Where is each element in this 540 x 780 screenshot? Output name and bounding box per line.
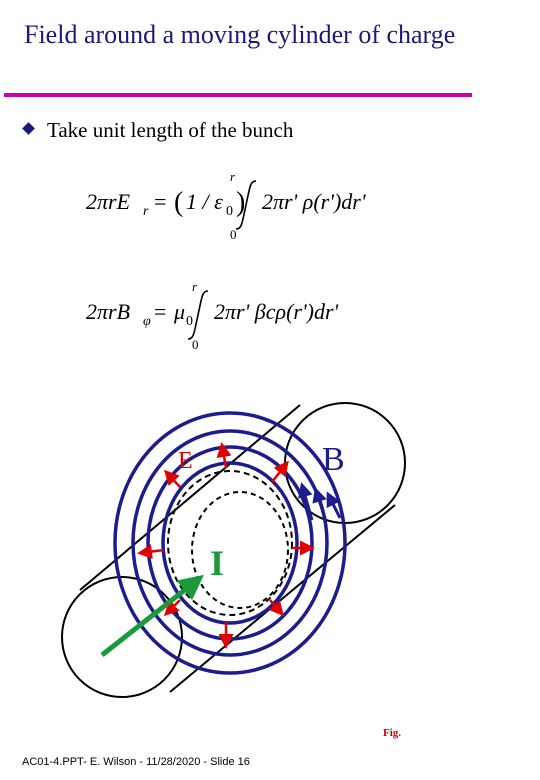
charge-cross-section-dashed — [191, 491, 289, 609]
e-arrow-bottom-right — [268, 599, 284, 617]
moving-cylinder-figure: E B I — [61, 402, 406, 698]
b-arrow-2 — [312, 487, 328, 523]
current-arrow-icon — [100, 574, 204, 657]
b-field-ring-inner — [161, 461, 299, 625]
e-arrow-top — [216, 442, 232, 469]
charge-boundary-dashed — [167, 470, 293, 616]
bullet-text: Take unit length of the bunch — [47, 118, 294, 142]
b-arrow-1 — [298, 482, 314, 521]
cylinder-near-end — [61, 576, 183, 698]
e-field-arrows — [137, 442, 315, 649]
label-i: I — [210, 543, 224, 583]
eq1-factor: 1 / ε — [186, 189, 223, 214]
eq1-lower-limit: 0 — [230, 227, 237, 242]
b-direction-arrows — [298, 482, 342, 523]
eq2-lhs: 2πrB — [86, 299, 130, 324]
eq1-integrand: 2πr' ρ(r')dr' — [262, 189, 366, 214]
label-b: B — [322, 441, 345, 478]
eq1-factor-subscript: 0 — [226, 204, 233, 219]
bullet-item: Take unit length of the bunch — [22, 117, 294, 143]
label-e: E — [178, 448, 193, 474]
eq1-integral-icon — [235, 180, 257, 230]
b-field-ring-3 — [131, 429, 329, 657]
e-arrow-top-left — [163, 469, 181, 488]
slide-footer: AC01-4.PPT- E. Wilson - 11/28/2020 - Sli… — [22, 756, 250, 768]
eq1-equals: = — [154, 189, 166, 214]
eq1-paren-close: ) — [236, 187, 245, 218]
title-divider — [4, 93, 472, 97]
equation-electric-field: 2πrE r = ( 1 / ε 0 ) r 0 2πr' ρ(r')dr' — [86, 169, 366, 242]
eq2-equals: = — [154, 299, 166, 324]
cylinder-edge-bottom — [169, 504, 396, 693]
eq2-upper-limit: r — [192, 279, 198, 294]
eq2-integral-icon — [187, 290, 209, 340]
eq2-integrand: 2πr' βcρ(r')dr' — [214, 299, 339, 324]
eq2-lhs-subscript: φ — [143, 314, 151, 329]
eq1-paren-open: ( — [174, 187, 183, 218]
b-arrow-3 — [326, 491, 342, 519]
eq2-lower-limit: 0 — [192, 337, 199, 352]
b-field-ring-outer — [113, 411, 347, 675]
eq1-upper-limit: r — [230, 169, 236, 184]
eq2-factor: μ — [173, 299, 185, 324]
e-arrow-left — [137, 544, 165, 559]
diamond-bullet-icon — [22, 122, 35, 135]
cylinder-edge-top — [79, 404, 301, 591]
e-arrow-bottom-left — [163, 599, 181, 617]
eq1-lhs-subscript: r — [143, 204, 149, 219]
cylinder-far-end — [284, 402, 406, 524]
equation-magnetic-field: 2πrB φ = μ 0 r 0 2πr' βcρ(r')dr' — [86, 279, 339, 352]
figure-caption: Fig. — [383, 727, 402, 739]
e-arrow-top-right — [271, 460, 289, 483]
eq1-lhs: 2πrE — [86, 189, 131, 214]
eq2-factor-subscript: 0 — [186, 314, 193, 329]
slide-title: Field around a moving cylinder of charge — [24, 20, 456, 49]
